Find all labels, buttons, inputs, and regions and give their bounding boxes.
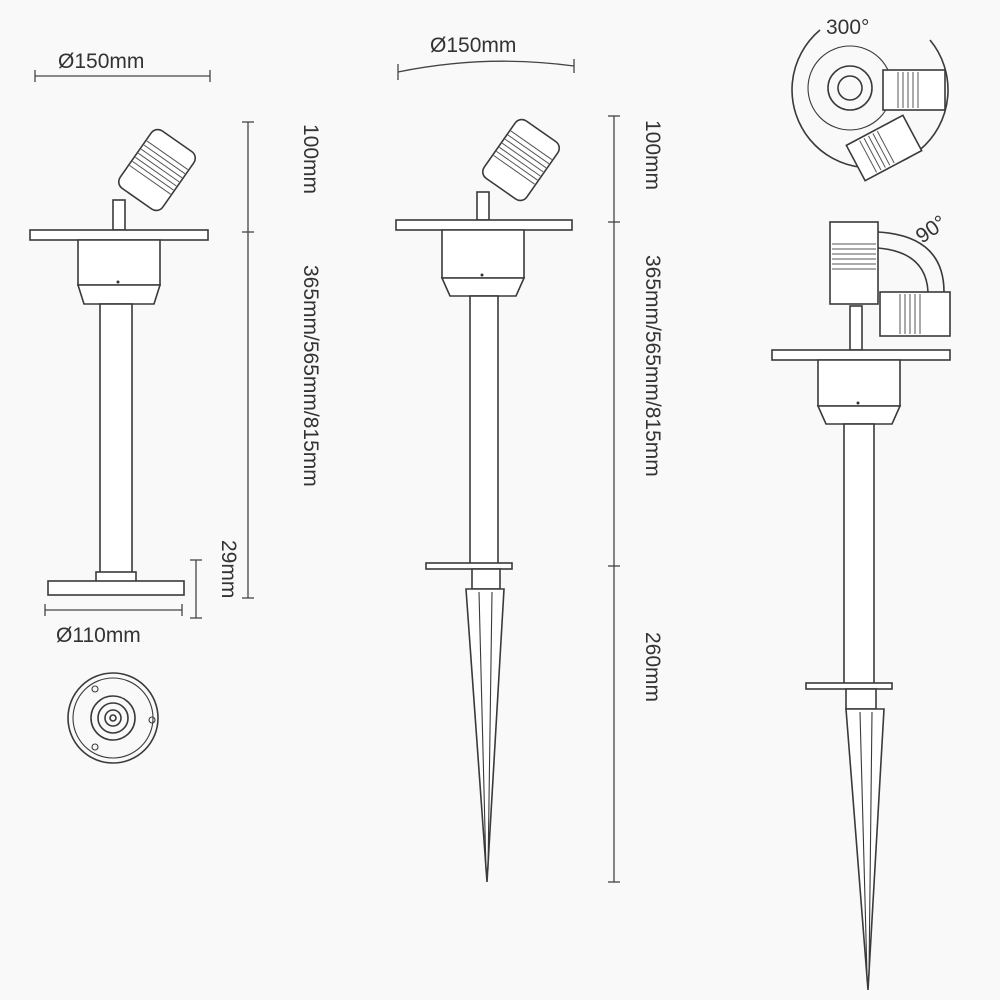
v1-vertical-dimension — [242, 121, 254, 599]
v1-base-height-dimension — [190, 559, 202, 619]
tilt-knuckle — [849, 305, 863, 351]
rotation-angle-label: 300° — [826, 16, 869, 39]
v2-stem — [469, 295, 499, 567]
v2-spike — [465, 588, 505, 883]
v2-stem-length-label: 365mm/565mm/815mm — [641, 255, 664, 477]
v1-stem — [99, 303, 133, 579]
v1-base-height-label: 29mm — [217, 540, 240, 598]
v2-housing — [441, 229, 525, 279]
v3-ground-plate — [805, 682, 893, 690]
view-surface-mount: Ø150mm 100mm — [29, 50, 322, 764]
v1-stem-length-label: 365mm/565mm/815mm — [299, 265, 322, 487]
view-rotation-tilt: 300° 90° — [771, 16, 951, 991]
v1-knuckle — [112, 199, 126, 231]
v2-spike-length-label: 260mm — [641, 632, 664, 702]
v3-top-plate — [771, 349, 951, 361]
v1-head-height-label: 100mm — [299, 124, 322, 194]
v1-top-plate — [29, 229, 209, 241]
v2-ground-plate — [425, 562, 513, 570]
v2-vertical-dimension — [608, 115, 620, 883]
v1-housing — [77, 239, 161, 286]
v2-lamp-head — [481, 118, 561, 202]
v2-head-height-label: 100mm — [641, 120, 664, 190]
v1-base-plan-view — [67, 672, 159, 764]
rotation-head-a — [882, 69, 946, 111]
v2-knuckle — [476, 191, 490, 221]
v1-base-diameter-dimension — [44, 604, 183, 616]
v2-top-diameter-label: Ø150mm — [430, 34, 516, 57]
view-spike: Ø150mm 100mm — [395, 34, 664, 883]
tilt-side-view — [829, 221, 951, 351]
rotation-head-b — [845, 114, 923, 182]
v2-top-plate — [395, 219, 573, 231]
v3-housing — [817, 359, 901, 407]
tilt-head-vertical — [829, 221, 879, 305]
v1-top-diameter-label: Ø150mm — [58, 50, 144, 73]
v1-lamp-head — [117, 128, 197, 212]
v3-spike — [845, 708, 885, 991]
v1-base-plate — [47, 580, 185, 596]
v2-top-diameter-dimension — [397, 59, 575, 80]
rotation-plan-view — [791, 29, 949, 182]
v1-base-diameter-label: Ø110mm — [56, 624, 141, 647]
v1-top-diameter-dimension: Ø150mm — [34, 50, 211, 82]
v3-stem — [843, 423, 875, 687]
